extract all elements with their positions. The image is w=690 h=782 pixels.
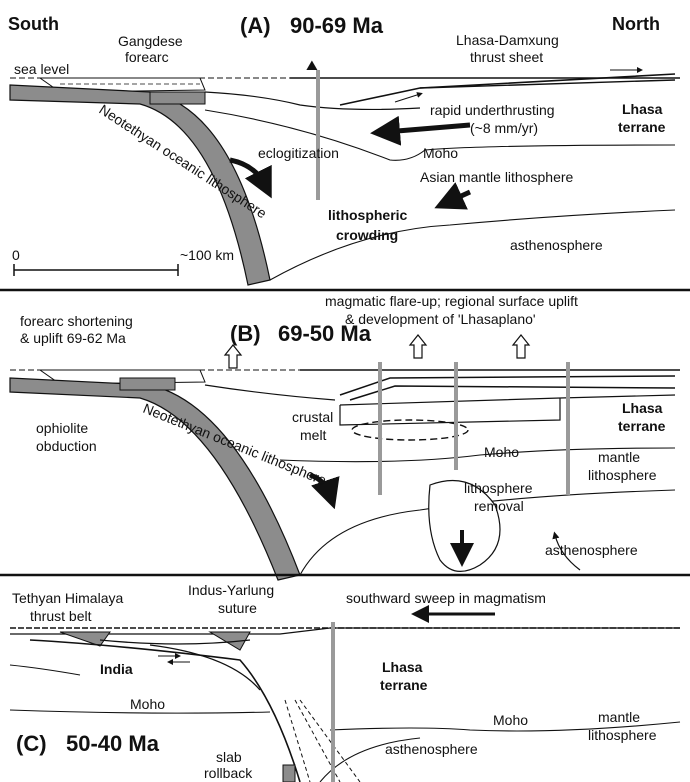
panel-a-letter: (A) — [240, 13, 271, 38]
sea-level-label: sea level — [14, 61, 69, 77]
sweep-label: southward sweep in magmatism — [346, 590, 546, 606]
forearc-shortening-label-2: & uplift 69-62 Ma — [20, 330, 126, 346]
removal-label-1: lithosphere — [464, 480, 533, 496]
slab-rollback-label-2: rollback — [204, 765, 253, 781]
ophiolite-label-2: obduction — [36, 438, 97, 454]
suture-label-1: Indus-Yarlung — [188, 582, 274, 598]
forearc-shortening-label-1: forearc shortening — [20, 313, 133, 329]
panel-c-age: 50-40 Ma — [66, 731, 160, 756]
uplift-arrow-icon-3 — [513, 335, 529, 358]
panel-b: (B) 69-50 Ma forearc shortening — [10, 293, 680, 580]
mantle-lithosphere-label-b1: mantle — [598, 449, 640, 465]
lhasa-terrane-label-b1: Lhasa — [622, 400, 663, 416]
crustal-melt-label-2: melt — [300, 427, 327, 443]
crustal-melt-label-1: crustal — [292, 409, 333, 425]
moho-label-c-right: Moho — [493, 712, 528, 728]
flare-up-label-2: & development of 'Lhasaplano' — [345, 311, 536, 327]
underthrust-arrow — [385, 125, 470, 132]
india-label: India — [100, 661, 133, 677]
asian-mantle-label: Asian mantle lithosphere — [420, 169, 574, 185]
lhasa-terrane-label-b2: terrane — [618, 418, 666, 434]
lhasa-terrane-label-c2: terrane — [380, 677, 428, 693]
removal-label-2: removal — [474, 498, 524, 514]
tethyan-himalaya-label-2: thrust belt — [30, 608, 92, 624]
lithospheric-crowding-label-1: lithospheric — [328, 207, 408, 223]
thrust-sheet-label-2: thrust sheet — [470, 49, 543, 65]
asian-mantle-arrow — [448, 192, 470, 202]
scale-zero: 0 — [12, 247, 20, 263]
tethyan-himalaya-label-1: Tethyan Himalaya — [12, 590, 123, 606]
panel-c-letter: (C) — [16, 731, 47, 756]
south-label: South — [8, 14, 59, 34]
underthrusting-label-2: (~8 mm/yr) — [470, 120, 538, 136]
mantle-lithosphere-label-c1: mantle — [598, 709, 640, 725]
panel-a-age: 90-69 Ma — [290, 13, 384, 38]
panel-a: South North (A) 90-69 Ma ⛰ Gangdese — [8, 13, 680, 285]
lhasa-terrane-label-a2: terrane — [618, 119, 666, 135]
lithospheric-crowding-label-2: crowding — [336, 227, 398, 243]
slab-rollback-label-1: slab — [216, 749, 242, 765]
eclogitization-label: eclogitization — [258, 145, 339, 161]
asthenosphere-label-c: asthenosphere — [385, 741, 478, 757]
volcano-icon: ⛰ — [306, 57, 318, 73]
uplift-arrow-icon-1 — [225, 345, 241, 368]
underthrusting-label-1: rapid underthrusting — [430, 102, 555, 118]
flare-up-label-1: magmatic flare-up; regional surface upli… — [325, 293, 578, 309]
thrust-sheet-label-1: Lhasa-Damxung — [456, 32, 559, 48]
lhasa-terrane-label-c1: Lhasa — [382, 659, 423, 675]
moho-label-a: Moho — [423, 145, 458, 161]
gangdese-label: Gangdese — [118, 33, 183, 49]
suture-label-2: suture — [218, 600, 257, 616]
asthenosphere-label-b: asthenosphere — [545, 542, 638, 558]
mantle-lithosphere-label-c2: lithosphere — [588, 727, 657, 743]
mantle-lithosphere-label-b2: lithosphere — [588, 467, 657, 483]
ophiolite-label-1: ophiolite — [36, 420, 88, 436]
uplift-arrow-icon-2 — [410, 335, 426, 358]
north-label: North — [612, 14, 660, 34]
panel-c: Tethyan Himalaya thrust belt Indus-Yarlu… — [10, 582, 680, 782]
forearc-label: forearc — [125, 49, 169, 65]
panel-b-letter: (B) — [230, 321, 261, 346]
moho-label-b: Moho — [484, 444, 519, 460]
asthenosphere-label-a: asthenosphere — [510, 237, 603, 253]
lhasa-terrane-label-a1: Lhasa — [622, 101, 663, 117]
moho-label-c-left: Moho — [130, 696, 165, 712]
scale-length: ~100 km — [180, 247, 234, 263]
